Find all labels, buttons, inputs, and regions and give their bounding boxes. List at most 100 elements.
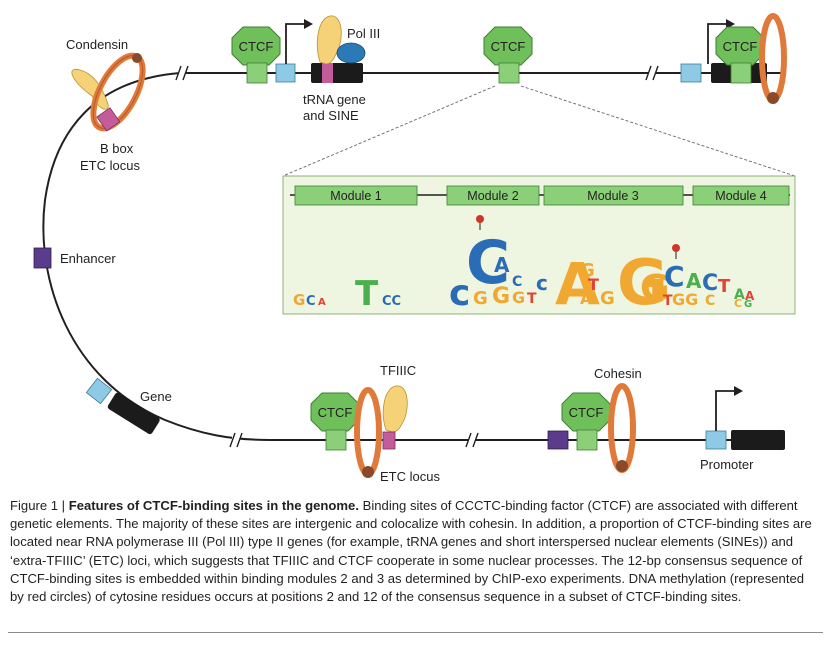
svg-text:T: T <box>588 275 599 294</box>
sequence-logo: G C A T CC c C G A G C G T c A G T A G G… <box>293 228 755 319</box>
methylation-circle-2 <box>672 244 680 252</box>
svg-text:CTCF: CTCF <box>723 39 758 54</box>
ctcf-site-bottom-2: CTCF <box>561 392 611 451</box>
gene-on-curve <box>85 377 160 435</box>
promoter-box <box>705 430 727 450</box>
svg-text:A: A <box>745 289 755 303</box>
tss-arrow-bottom <box>715 390 735 431</box>
enhancer-box-bottom <box>547 430 569 450</box>
svg-text:G: G <box>473 288 488 309</box>
module-3-label: Module 3 <box>587 189 638 203</box>
cohesin-head-bottom-2 <box>616 460 628 472</box>
svg-text:T: T <box>718 276 731 297</box>
cohesin-ring-bottom-1 <box>354 387 382 477</box>
methylation-circle-1 <box>476 215 484 223</box>
pol3-shape <box>336 42 366 64</box>
b-box <box>96 107 121 132</box>
svg-text:C: C <box>702 271 718 296</box>
cohesin-head-top <box>767 92 779 104</box>
enhancer-label: Enhancer <box>60 251 116 266</box>
tfiiic-shape-top <box>316 15 342 65</box>
svg-text:c: c <box>536 271 548 295</box>
svg-text:C: C <box>664 260 685 293</box>
svg-text:G: G <box>744 299 752 310</box>
svg-text:CC: CC <box>382 294 401 309</box>
svg-text:T: T <box>527 291 537 307</box>
svg-text:G: G <box>492 284 510 309</box>
figure-title: Features of CTCF-binding sites in the ge… <box>68 498 359 513</box>
svg-text:G: G <box>580 260 595 281</box>
svg-text:A: A <box>555 250 600 318</box>
figure-caption-body: Binding sites of CCCTC-binding factor (C… <box>10 498 812 605</box>
gene-promoter-box-top-right <box>680 63 702 83</box>
pol3-label: Pol III <box>347 26 380 41</box>
svg-text:CTCF: CTCF <box>491 39 526 54</box>
gene-box-bottom <box>731 430 785 450</box>
svg-text:C: C <box>306 294 316 309</box>
svg-text:A: A <box>580 289 593 308</box>
trna-label-line1: tRNA gene <box>303 92 366 107</box>
tss-arrow-top-2 <box>707 23 727 64</box>
trna-b-box <box>322 63 333 83</box>
svg-text:A: A <box>734 287 745 303</box>
module-4 <box>692 185 790 206</box>
etc-locus-label-left: ETC locus <box>80 158 140 173</box>
svg-text:G: G <box>640 268 670 309</box>
trna-label-line2: and SINE <box>303 108 359 123</box>
ctcf-site-top-1: CTCF <box>231 26 281 84</box>
svg-text:T: T <box>663 293 673 309</box>
module-3 <box>543 185 684 206</box>
tss-arrow-top-1 <box>285 23 305 64</box>
svg-text:C: C <box>705 293 715 309</box>
b-box-label: B box <box>100 141 134 156</box>
tfiiic-label: TFIIIC <box>380 363 416 378</box>
trna-gene-box <box>311 63 363 83</box>
svg-text:c: c <box>449 273 470 314</box>
strand-break-marks <box>175 65 659 448</box>
figure-caption: Figure 1 | Features of CTCF-binding site… <box>10 497 820 606</box>
module-2-label: Module 2 <box>467 189 518 203</box>
svg-text:C: C <box>512 274 522 290</box>
etc-locus-label-bottom: ETC locus <box>380 469 440 484</box>
module-2 <box>446 185 540 206</box>
module-zoom-panel: Module 1 Module 2 Module 3 Module 4 G C … <box>282 175 796 319</box>
module-1-label: Module 1 <box>330 189 381 203</box>
trna-promoter-box <box>275 63 296 83</box>
caption-divider <box>8 632 823 633</box>
module-1 <box>294 185 418 206</box>
cohesin-ring-top <box>759 13 787 103</box>
svg-text:C: C <box>466 228 510 298</box>
svg-text:G: G <box>512 288 525 307</box>
condensin-complex <box>71 52 146 132</box>
svg-text:C: C <box>734 297 742 310</box>
cohesin-ring-bottom-2 <box>608 383 636 473</box>
etc-locus-box <box>382 431 396 450</box>
zoom-lines <box>282 85 796 177</box>
tss-arrowhead <box>304 19 313 29</box>
svg-text:G: G <box>600 288 615 309</box>
cohesin-head-bottom-1 <box>362 466 374 478</box>
gene-label: Gene <box>140 389 172 404</box>
svg-text:T: T <box>355 274 379 314</box>
tfiiic-shape-bottom <box>382 385 408 433</box>
svg-text:CTCF: CTCF <box>318 405 353 420</box>
svg-text:CTCF: CTCF <box>239 39 274 54</box>
svg-text:A: A <box>686 269 702 293</box>
svg-text:A: A <box>318 297 326 308</box>
ctcf-site-top-2: CTCF <box>483 26 533 84</box>
figure-id: Figure 1 | <box>10 498 66 513</box>
svg-text:G: G <box>617 246 668 319</box>
svg-text:GG: GG <box>672 290 698 309</box>
module-4-label: Module 4 <box>715 189 766 203</box>
svg-text:G: G <box>293 291 305 309</box>
promoter-label: Promoter <box>700 457 754 472</box>
tss-arrowhead-3 <box>734 386 743 396</box>
enhancer-box <box>33 247 52 269</box>
ctcf-site-top-3: CTCF <box>715 26 765 84</box>
svg-text:CTCF: CTCF <box>569 405 604 420</box>
condensin-label: Condensin <box>66 37 128 52</box>
ctcf-site-bottom-1: CTCF <box>310 392 360 451</box>
svg-text:A: A <box>494 253 510 277</box>
ctcf-genome-diagram: Condensin B box ETC locus Enhancer Gene … <box>33 13 796 484</box>
cohesin-label: Cohesin <box>594 366 642 381</box>
